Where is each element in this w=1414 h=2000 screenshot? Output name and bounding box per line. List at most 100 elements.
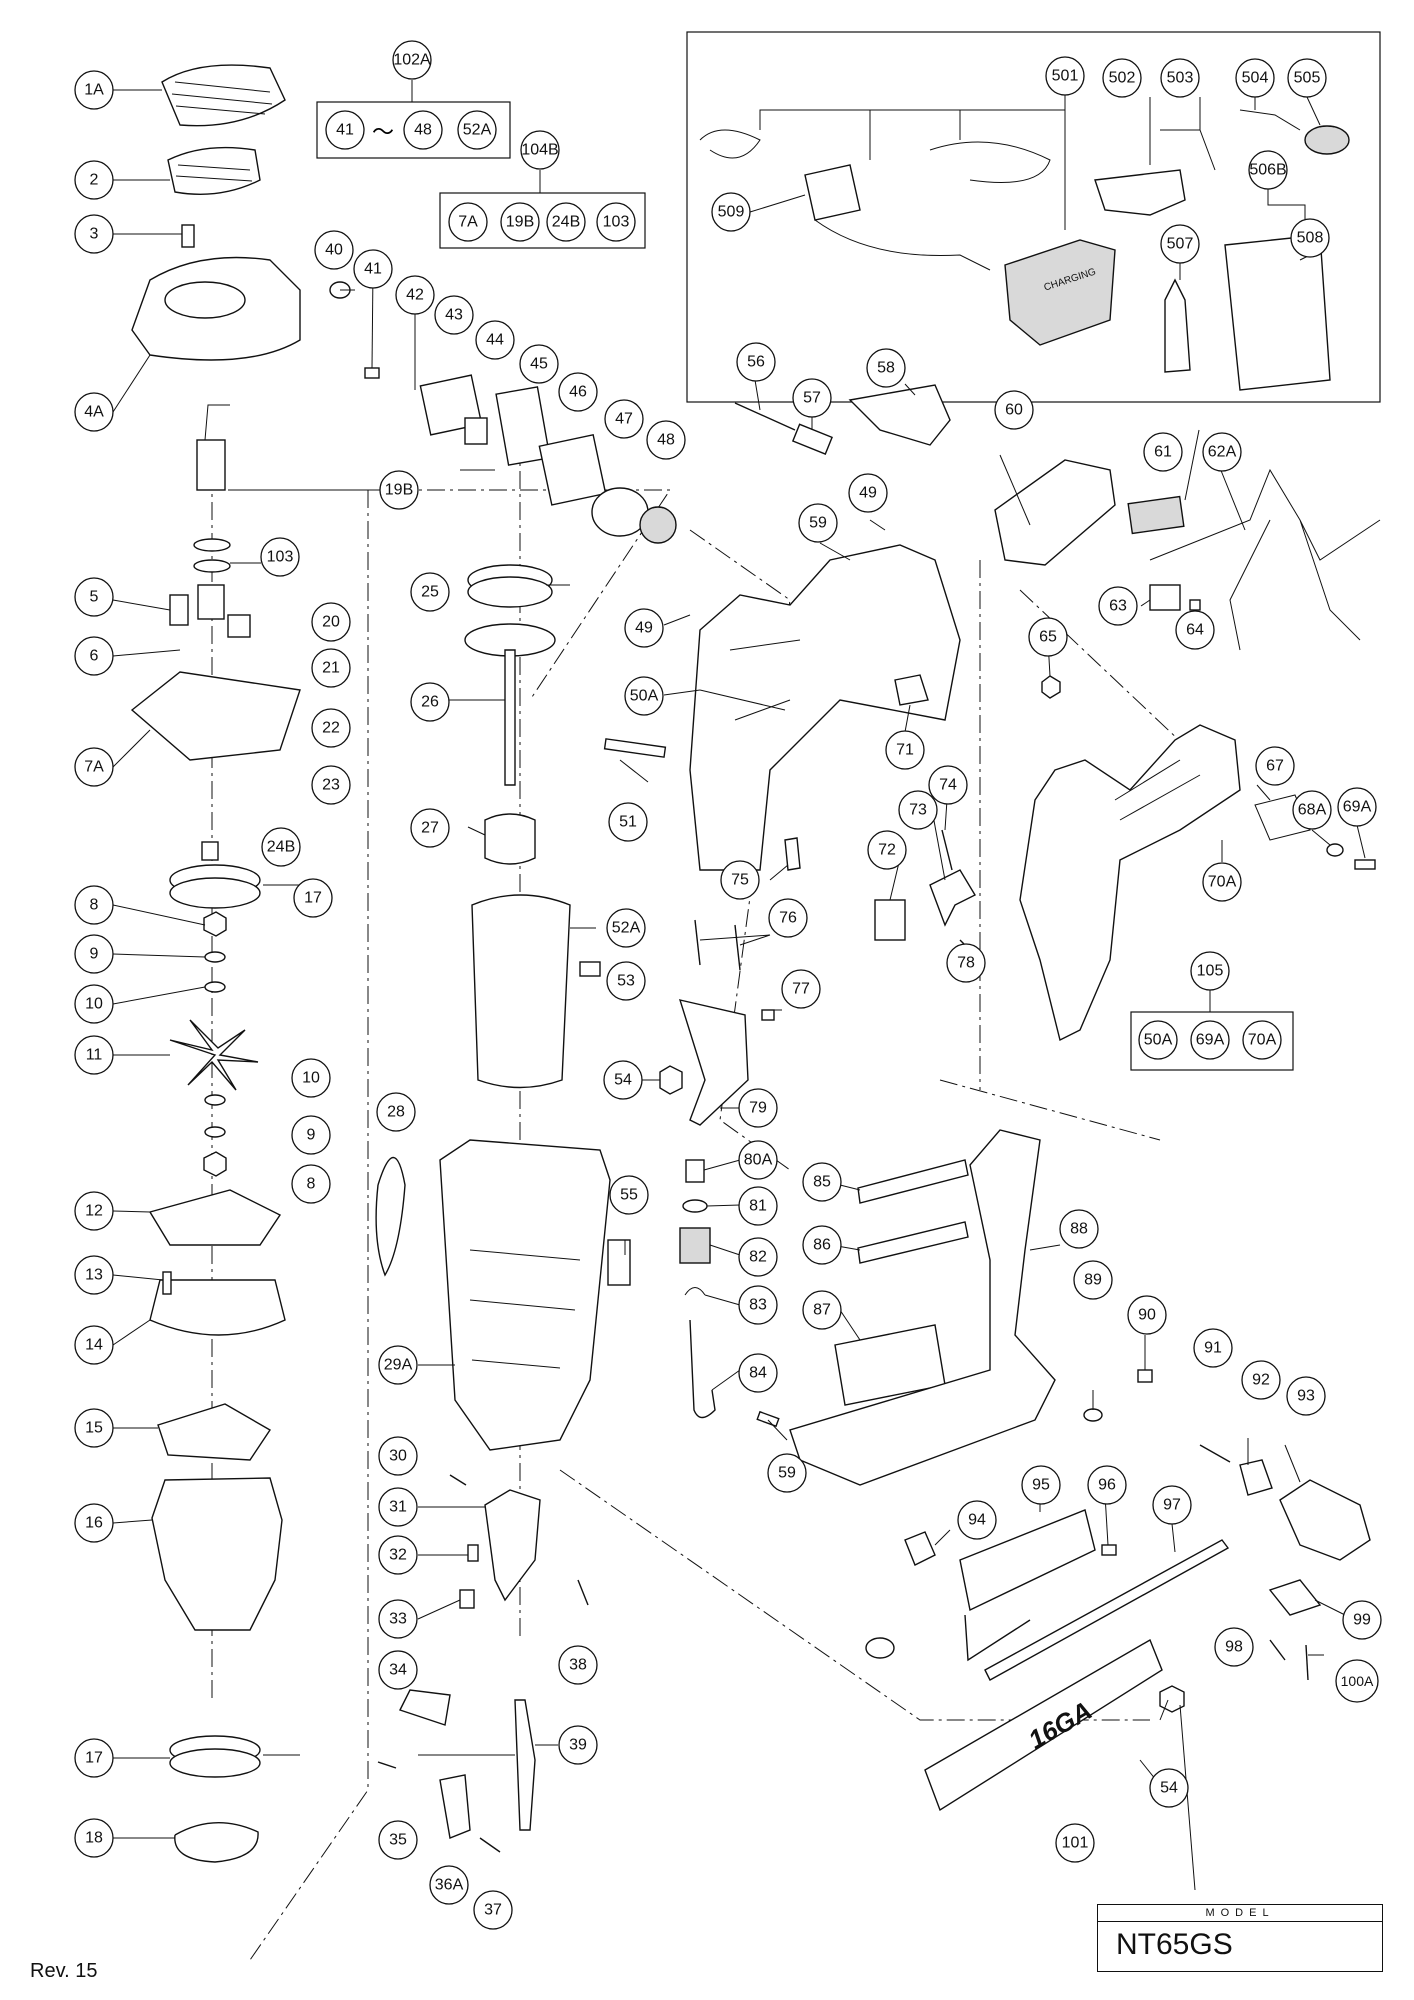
callout-55: 55 xyxy=(609,1175,649,1215)
callout-12: 12 xyxy=(74,1191,114,1231)
part-75-clip xyxy=(784,837,801,871)
callout-76: 76 xyxy=(768,898,808,938)
part-80A-adjuster xyxy=(685,1159,705,1183)
svg-text:10: 10 xyxy=(302,1070,320,1087)
svg-text:92: 92 xyxy=(1252,1372,1270,1389)
group-102A: 102A 41 ～ 48 52A xyxy=(316,40,511,159)
svg-text:63: 63 xyxy=(1109,598,1127,615)
callout-38: 38 xyxy=(558,1645,598,1685)
callout-504: 504 xyxy=(1235,58,1275,98)
part-33-plate xyxy=(459,1589,475,1609)
svg-text:30: 30 xyxy=(389,1448,407,1465)
group-104B-member-19B: 19B xyxy=(500,202,540,242)
callout-14: 14 xyxy=(74,1325,114,1365)
svg-text:53: 53 xyxy=(617,973,635,990)
part-94-fitting xyxy=(904,1531,936,1566)
callout-59-lower: 59 xyxy=(767,1453,807,1493)
callout-63: 63 xyxy=(1098,586,1138,626)
part-24B-nut xyxy=(201,841,219,861)
callout-90: 90 xyxy=(1127,1295,1167,1335)
group-104B-member-103: 103 xyxy=(596,202,636,242)
svg-text:24B: 24B xyxy=(552,214,580,231)
callout-103: 103 xyxy=(260,537,300,577)
svg-text:6: 6 xyxy=(90,648,99,665)
callout-104B: 104B xyxy=(520,130,560,170)
callout-86: 86 xyxy=(802,1225,842,1265)
svg-text:3: 3 xyxy=(90,226,99,243)
callout-78: 78 xyxy=(946,943,986,983)
callout-82: 82 xyxy=(738,1237,778,1277)
part-8-nut-lower xyxy=(203,1151,227,1177)
callout-47: 47 xyxy=(604,399,644,439)
callout-1A: 1A xyxy=(74,70,114,110)
part-86-label xyxy=(857,1221,969,1264)
part-501-charger-cords xyxy=(699,129,1051,183)
callout-96: 96 xyxy=(1087,1465,1127,1505)
svg-text:4A: 4A xyxy=(84,404,104,421)
group-102A-member-41: 41 xyxy=(325,110,365,150)
callout-6: 6 xyxy=(74,636,114,676)
callout-24B: 24B xyxy=(261,827,301,867)
part-32-screw xyxy=(467,1544,479,1562)
svg-text:17: 17 xyxy=(304,890,322,907)
svg-text:509: 509 xyxy=(718,204,745,221)
callout-32: 32 xyxy=(378,1535,418,1575)
svg-text:72: 72 xyxy=(878,842,896,859)
svg-text:503: 503 xyxy=(1167,70,1194,87)
callout-60: 60 xyxy=(994,390,1034,430)
callout-74: 74 xyxy=(928,765,968,805)
part-92-clamp xyxy=(1239,1459,1273,1496)
svg-text:507: 507 xyxy=(1167,236,1194,253)
callout-56: 56 xyxy=(736,342,776,382)
svg-text:99: 99 xyxy=(1353,1612,1371,1629)
svg-text:96: 96 xyxy=(1098,1477,1116,1494)
svg-text:42: 42 xyxy=(406,287,424,304)
svg-text:13: 13 xyxy=(85,1267,103,1284)
callout-18: 18 xyxy=(74,1818,114,1858)
part-82-knob xyxy=(679,1227,711,1264)
callout-22: 22 xyxy=(311,708,351,748)
svg-text:506B: 506B xyxy=(1249,162,1286,179)
svg-text:60: 60 xyxy=(1005,402,1023,419)
part-7A-base-plate xyxy=(130,671,301,761)
part-507-oiler xyxy=(1164,278,1191,373)
part-93-pusher xyxy=(1279,1479,1371,1561)
part-13-screw xyxy=(162,1271,172,1295)
part-90-screw xyxy=(1137,1369,1153,1383)
callout-94: 94 xyxy=(957,1500,997,1540)
svg-text:78: 78 xyxy=(957,955,975,972)
svg-text:35: 35 xyxy=(389,1832,407,1849)
svg-text:22: 22 xyxy=(322,720,340,737)
svg-text:40: 40 xyxy=(325,242,343,259)
callout-502: 502 xyxy=(1102,58,1142,98)
part-1A-top-cover xyxy=(161,64,286,127)
part-99-latch xyxy=(1268,1579,1322,1616)
part-57-sleeve xyxy=(791,423,833,455)
callout-39: 39 xyxy=(558,1725,598,1765)
callout-52A: 52A xyxy=(606,908,646,948)
svg-text:48: 48 xyxy=(414,122,432,139)
accessories-box xyxy=(686,31,1381,403)
callout-36A: 36A xyxy=(429,1865,469,1905)
callout-65: 65 xyxy=(1028,617,1068,657)
part-charger xyxy=(1004,239,1116,346)
part-58-cover xyxy=(848,384,951,446)
callout-85: 85 xyxy=(802,1162,842,1202)
callout-68A: 68A xyxy=(1292,790,1332,830)
callout-34: 34 xyxy=(378,1650,418,1690)
svg-text:103: 103 xyxy=(603,214,630,231)
group-102A-range-sep: ～ xyxy=(372,120,394,145)
svg-text:504: 504 xyxy=(1242,70,1269,87)
part-504-hex-key xyxy=(1239,109,1301,131)
svg-text:47: 47 xyxy=(615,411,633,428)
svg-text:81: 81 xyxy=(749,1198,767,1215)
part-44-valve xyxy=(464,417,488,445)
svg-text:505: 505 xyxy=(1294,70,1321,87)
svg-text:64: 64 xyxy=(1186,622,1204,639)
callout-61: 61 xyxy=(1143,432,1183,472)
part-51-bolt xyxy=(603,738,667,758)
part-503-hex-key xyxy=(1160,129,1216,171)
callout-8-lower: 8 xyxy=(291,1164,331,1204)
part-72-switch xyxy=(874,899,906,941)
callout-93: 93 xyxy=(1286,1376,1326,1416)
